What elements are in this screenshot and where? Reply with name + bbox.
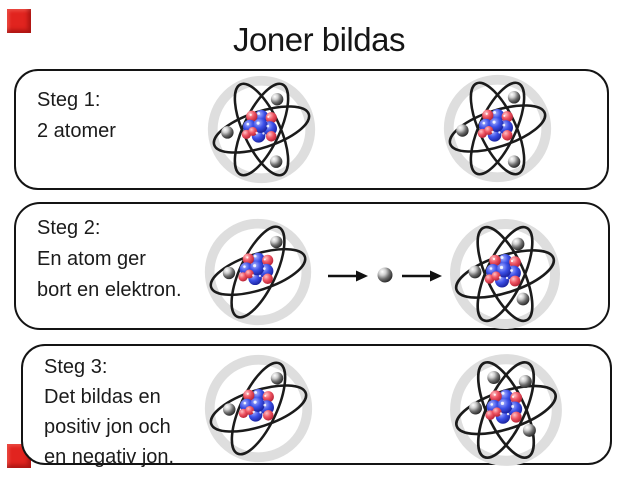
step-2-description-line: bort en elektron. — [37, 279, 182, 301]
neutral-atom-icon — [439, 70, 556, 187]
electron-transfer-group — [326, 258, 444, 292]
negative-ion-icon — [445, 349, 567, 471]
step-2-panel: Steg 2: En atom ger bort en elektron. — [14, 202, 610, 330]
step-2-description-line: En atom ger — [37, 248, 146, 270]
step-3-text: Steg 3: Det bildas en positiv jon och en… — [44, 352, 174, 472]
neutral-atom-icon — [445, 214, 565, 334]
arrow-right-icon — [402, 270, 442, 282]
step-1-description-line: 2 atomer — [37, 120, 116, 142]
step-2-text: Steg 2: En atom ger bort en elektron. — [37, 213, 182, 306]
step-1-label: Steg 1: — [37, 89, 101, 111]
arrow-right-icon — [328, 270, 368, 282]
step-3-description-line: Det bildas en — [44, 386, 161, 408]
neutral-atom-icon — [203, 71, 320, 188]
step-3-description-line: positiv jon och — [44, 416, 171, 438]
electron-icon — [377, 267, 393, 283]
step-3-label: Steg 3: — [44, 356, 108, 378]
positive-ion-icon — [200, 214, 316, 330]
positive-ion-icon — [200, 350, 317, 467]
red-square-decoration-top-left — [7, 9, 31, 33]
step-1-text: Steg 1: 2 atomer — [37, 85, 116, 147]
step-2-label: Steg 2: — [37, 217, 101, 239]
slide-title: Joner bildas — [233, 21, 405, 58]
step-3-description-line: en negativ jon. — [44, 446, 175, 468]
